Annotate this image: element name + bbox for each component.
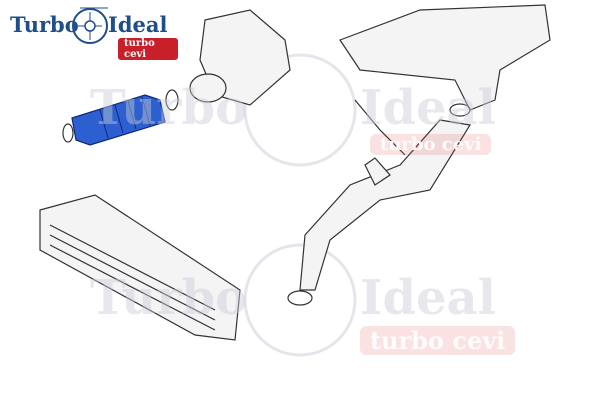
o-ring-1: [165, 89, 179, 111]
watermark-text-left-2: Turbo: [90, 270, 248, 326]
intercooler: [39, 194, 241, 341]
o-ring-4: [62, 123, 74, 143]
watermark-tagline-2: turbo cevi: [360, 326, 516, 355]
watermark-turbine-icon: [243, 53, 357, 357]
sensor: [364, 157, 391, 186]
logo-text-turbo: Turbo: [10, 12, 79, 37]
turbine-icon: [72, 7, 108, 44]
brand-logo: Turbo Ideal turbo cevi: [8, 4, 178, 60]
watermark-text-left: Turbo: [90, 80, 248, 136]
o-ring-3: [449, 103, 471, 117]
watermark-text-right: Ideal: [360, 80, 496, 136]
watermark-text-right-2: Ideal: [360, 270, 496, 326]
o-ring-2: [287, 290, 313, 306]
charge-pipe: [299, 119, 471, 291]
logo-tagline: turbo cevi: [118, 38, 178, 60]
highlighted-intercooler-hose: [71, 94, 166, 146]
turbo-outlet: [189, 73, 227, 103]
logo-text-ideal: Ideal: [108, 12, 168, 37]
intake-manifold: [339, 4, 551, 111]
watermark-tagline: turbo cevi: [370, 134, 492, 155]
